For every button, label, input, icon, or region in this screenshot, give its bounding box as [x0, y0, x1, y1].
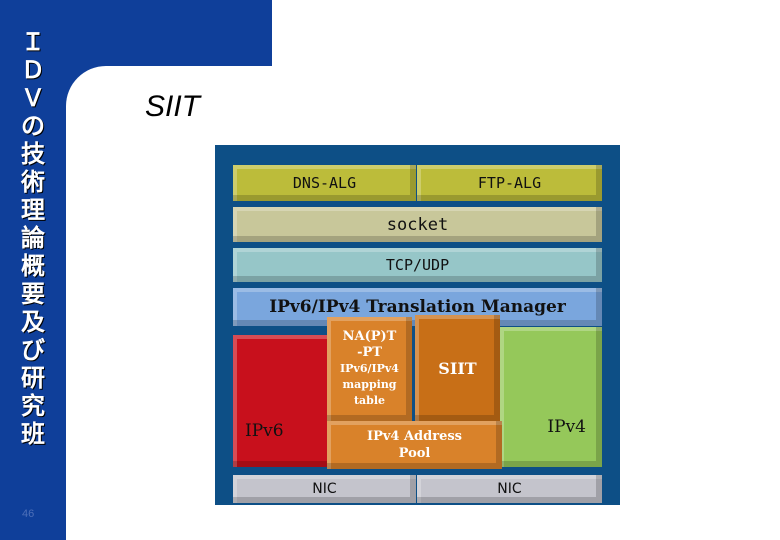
ipv4-label: IPv4: [547, 417, 586, 437]
band-corner: [66, 66, 106, 106]
nic-right-block: NIC: [417, 475, 602, 503]
siit-label: SIIT: [438, 358, 477, 378]
dns-alg-block: DNS-ALG: [233, 165, 416, 201]
slide-title: SIIT: [145, 90, 201, 123]
socket-label: socket: [386, 214, 449, 235]
pool-label-line2: Pool: [398, 446, 431, 461]
napt-line3: IPv6/IPv4: [340, 362, 399, 375]
nic-left-block: NIC: [233, 475, 416, 503]
siit-block: SIIT: [415, 315, 500, 421]
tcp-udp-label: TCP/UDP: [385, 256, 450, 274]
nic-left-label: NIC: [312, 481, 337, 497]
ipv4-address-pool: IPv4 Address Pool: [327, 421, 502, 469]
page-number: 46: [22, 508, 35, 520]
pool-label-line1: IPv4 Address: [366, 429, 462, 444]
napt-line5: table: [353, 394, 386, 407]
sidebar-vertical-title: ＩＤＶの技術理論概要及び研究班: [21, 28, 45, 448]
socket-layer: socket: [233, 207, 602, 242]
siit-architecture-diagram: DNS-ALG FTP-ALG socket TCP/UDP IPv6/IPv4…: [215, 145, 620, 505]
ipv4-stack: IPv4: [500, 327, 602, 467]
translation-manager-label: IPv6/IPv4 Translation Manager: [269, 297, 566, 317]
napt-line2: -PT: [357, 345, 382, 360]
ftp-alg-block: FTP-ALG: [417, 165, 602, 201]
sidebar-band: [0, 0, 66, 540]
napt-pt-block: NA(P)T -PT IPv6/IPv4 mapping table: [327, 317, 412, 421]
ipv6-stack: IPv6: [233, 335, 338, 467]
ftp-alg-label: FTP-ALG: [477, 174, 542, 192]
ipv6-label: IPv6: [245, 421, 284, 441]
dns-alg-label: DNS-ALG: [292, 174, 357, 192]
tcp-udp-layer: TCP/UDP: [233, 248, 602, 282]
nic-right-label: NIC: [497, 481, 522, 497]
napt-line1: NA(P)T: [342, 329, 397, 344]
napt-line4: mapping: [342, 378, 397, 391]
